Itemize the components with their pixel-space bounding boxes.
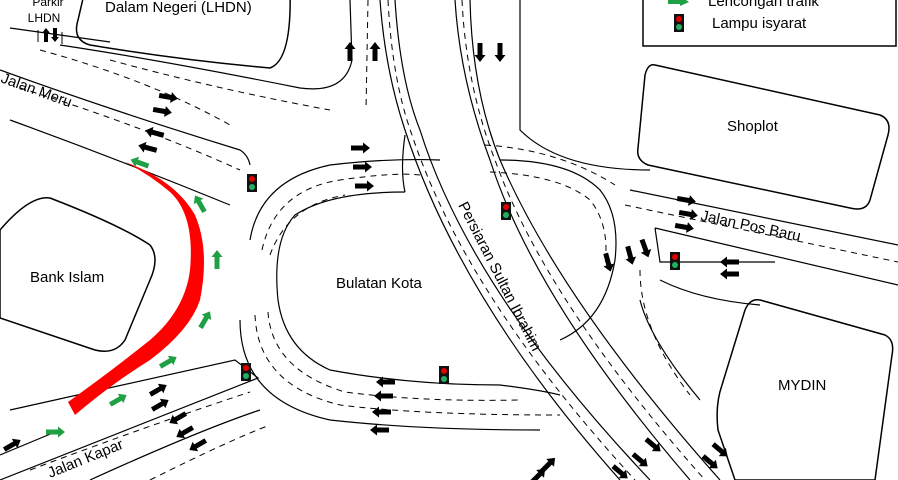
jalan-meru-label: Jalan Meru (0, 70, 74, 111)
bank-islam-label: Bank Islam (30, 269, 104, 286)
bank-islam-building (0, 197, 156, 352)
parking-label: Parkir (32, 0, 63, 9)
lhdn-label: Dalam Negeri (LHDN) (105, 0, 252, 16)
closed-road-area (68, 162, 204, 415)
parking-entrance-marker (37, 28, 63, 44)
legend: Lencongan trafik Lampu isyarat (642, 0, 897, 47)
legend-label-traffic-light: Lampu isyarat (712, 15, 807, 32)
parking-sub-label: LHDN (28, 11, 61, 25)
traffic-light-icon (501, 202, 511, 220)
shoplot-building (636, 63, 890, 210)
traffic-light-icon (241, 363, 251, 381)
traffic-light-icon (439, 366, 449, 384)
shoplot-label: Shoplot (727, 118, 779, 135)
bulatan-kota-label: Bulatan Kota (336, 275, 423, 292)
mydin-label: MYDIN (778, 377, 826, 394)
legend-label-detour: Lencongan trafik (708, 0, 819, 10)
mydin-building (716, 298, 894, 480)
green-arrow-icon (668, 0, 689, 6)
traffic-light-icon (670, 252, 680, 270)
traffic-light-icon (247, 174, 257, 192)
traffic-light-icon (674, 14, 684, 32)
jalan-pos-baru-label: Jalan Pos Baru (699, 207, 802, 245)
roundabout-island (276, 191, 501, 386)
